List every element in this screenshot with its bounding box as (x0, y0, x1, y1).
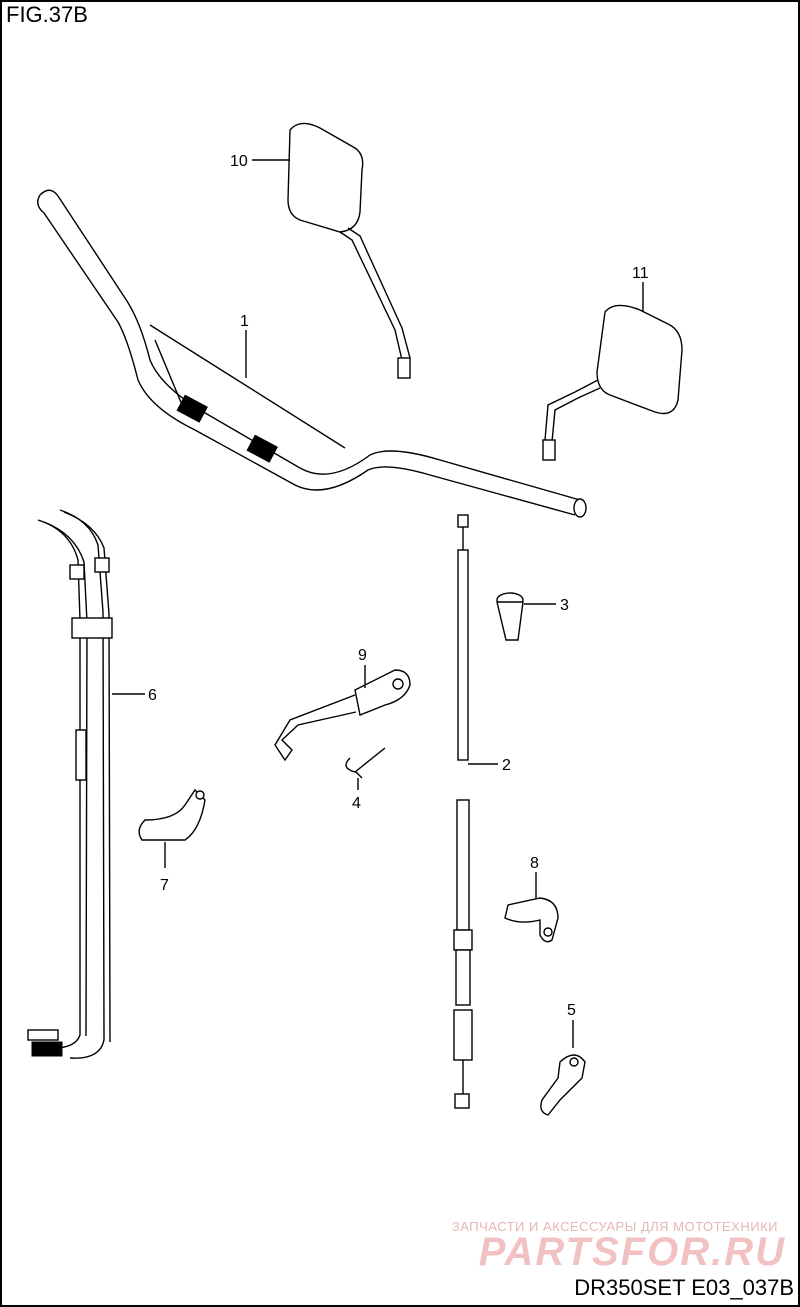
callout-9: 9 (358, 647, 367, 664)
callout-10: 10 (230, 153, 248, 170)
figure-label: FIG.37B (6, 2, 88, 27)
diagram-reference: DR350SET E03_037B (574, 1275, 794, 1300)
cable-clamp: 7 (138, 788, 206, 894)
callout-2: 2 (502, 757, 511, 774)
watermark-logo: PARTSFOR.RU (478, 1230, 786, 1274)
callout-7: 7 (160, 877, 169, 894)
callout-8: 8 (530, 855, 539, 872)
clutch-cable: 2 (453, 514, 511, 1109)
cable-holder: 8 (504, 855, 559, 943)
throttle-cables: 6 (27, 509, 157, 1059)
watermark-tagline: ЗАПЧАСТИ И АКСЕССУАРЫ ДЛЯ МОТОТЕХНИКИ (451, 1219, 778, 1234)
handlebar: 1 (37, 189, 587, 518)
mirror-left: 10 (230, 122, 411, 379)
mirror-right: 11 (542, 265, 683, 461)
callout-11: 11 (632, 265, 649, 282)
cable-boot: 3 (496, 592, 569, 641)
lever-arm: 5 (540, 1002, 586, 1116)
callout-6: 6 (148, 687, 157, 704)
callout-5: 5 (567, 1002, 576, 1019)
callout-4: 4 (352, 795, 361, 812)
clip: 4 (345, 747, 386, 812)
callout-1: 1 (240, 313, 249, 330)
cable-bracket: 9 (274, 647, 411, 762)
callout-3: 3 (560, 597, 569, 614)
